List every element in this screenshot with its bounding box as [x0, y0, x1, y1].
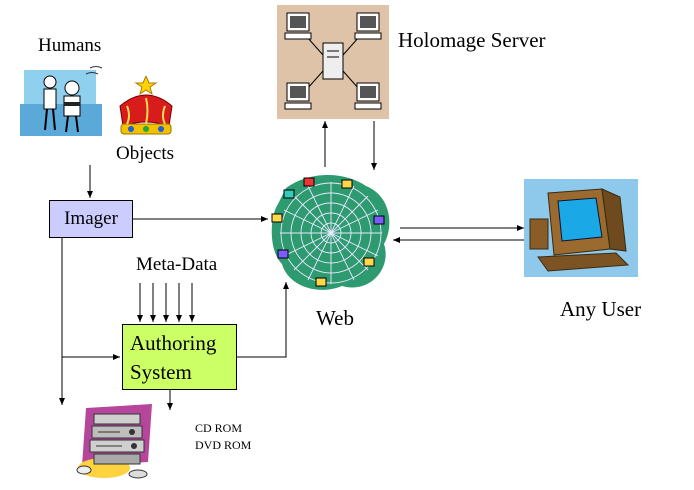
holomage-server-label: Holomage Server: [398, 28, 546, 52]
stereo-equipment-icon: [76, 404, 152, 479]
web-label: Web: [316, 306, 354, 330]
metadata-label: Meta-Data: [136, 254, 218, 275]
server-network-icon: [277, 5, 389, 119]
authoring-system-box: Authoring System: [122, 324, 237, 390]
authoring-label-line2: System: [130, 360, 192, 384]
dvd-rom-label: DVD ROM: [195, 438, 252, 452]
computer-user-icon: [524, 179, 638, 277]
crown-icon: [119, 76, 173, 135]
imager-box: Imager: [49, 200, 133, 238]
beach-people-icon: [20, 66, 103, 136]
imager-label: Imager: [64, 208, 118, 229]
objects-label: Objects: [116, 143, 175, 164]
authoring-label-line1: Authoring: [130, 331, 217, 355]
cd-rom-label: CD ROM: [195, 421, 243, 435]
spider-web-icon: [271, 175, 390, 290]
humans-label: Humans: [38, 35, 102, 56]
any-user-label: Any User: [560, 297, 642, 321]
